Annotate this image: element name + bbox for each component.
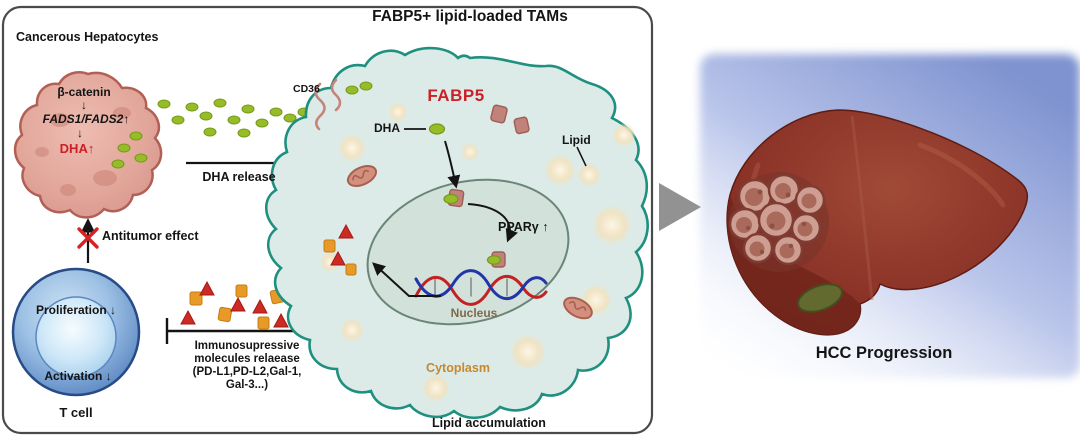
nucleus-label: Nucleus xyxy=(450,306,498,320)
lipid-label: Lipid xyxy=(562,133,591,147)
lipid-pointer-line xyxy=(576,146,587,167)
down-arrow-icon: ↓ xyxy=(77,126,83,140)
immunosuppressive-molecules xyxy=(180,280,289,330)
dha-label: DHA xyxy=(374,121,400,135)
macrophage-cell xyxy=(264,46,649,419)
dha-release-label: DHA release xyxy=(202,170,276,184)
fabp5-proteins xyxy=(490,104,530,135)
fabp5-title: FABP5 xyxy=(427,86,485,105)
cancer-cell xyxy=(13,71,163,219)
blocked-x-icon xyxy=(77,227,99,249)
tumor-cluster xyxy=(728,172,829,272)
cancerous-hepatocytes-label: Cancerous Hepatocytes xyxy=(16,30,159,44)
dna-helix xyxy=(414,269,548,306)
liver-lobe-divider xyxy=(850,115,874,301)
dha-to-nucleus-arrow xyxy=(444,140,461,189)
antitumor-blocked-arrow xyxy=(77,218,99,263)
down-arrow-icon: ↓ xyxy=(81,98,87,112)
dha-dots-in-cell xyxy=(111,131,148,169)
dha-molecule xyxy=(428,123,446,135)
cd36-label: CD36 xyxy=(293,83,320,95)
t-cell xyxy=(11,267,141,397)
progression-arrow-icon xyxy=(659,183,701,231)
cd36-receptor-icon xyxy=(314,78,342,131)
fads-label: FADS1/FADS2↑ xyxy=(42,112,130,126)
hcc-progression-label: HCC Progression xyxy=(815,344,953,362)
dha-up-label: DHA↑ xyxy=(59,141,95,156)
nucleus xyxy=(366,178,570,326)
dha-fabp5-complex xyxy=(486,251,506,268)
panel-title: FABP5+ lipid-loaded TAMs xyxy=(372,8,568,25)
mitochondrion xyxy=(346,165,378,187)
lipid-droplets xyxy=(320,102,636,402)
activation-label: Activation ↓ xyxy=(44,369,112,383)
immunosuppressive-molecules-label: Immunosupressive molecules relaease (PD-… xyxy=(192,340,302,391)
mitochondrion xyxy=(563,296,593,320)
cytoplasm-label: Cytoplasm xyxy=(426,361,490,375)
fabp5-to-ppar-arrow xyxy=(467,203,518,243)
ppar-label: PPARγ ↑ xyxy=(498,220,549,234)
proliferation-label: Proliferation ↓ xyxy=(35,303,117,317)
liver-illustration xyxy=(726,109,1029,336)
t-cell-label: T cell xyxy=(59,405,93,420)
lipid-accumulation-label: Lipid accumulation xyxy=(432,416,546,430)
inhibition-line xyxy=(165,318,296,344)
molecules-inside-macrophage xyxy=(323,223,357,276)
gallbladder xyxy=(797,283,843,313)
nucleus-to-secretion-arrow xyxy=(372,262,441,297)
beta-catenin-label: β-catenin xyxy=(57,85,111,99)
antitumor-effect-label: Antitumor effect xyxy=(102,229,199,243)
dha-fabp5-complex xyxy=(443,188,465,208)
dha-entering-membrane xyxy=(345,81,373,95)
